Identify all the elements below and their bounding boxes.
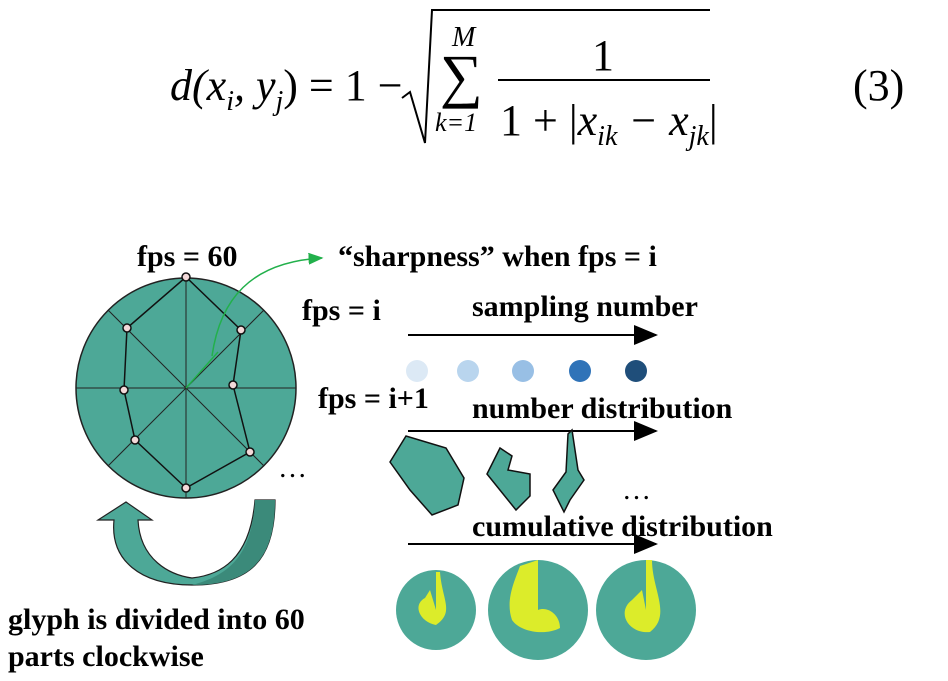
eq-sub-j: j: [275, 86, 284, 117]
sqrt-sign: [401, 9, 710, 144]
caption-line-1: glyph is divided into 60: [8, 603, 305, 636]
denom-prefix: 1 +: [500, 96, 569, 145]
cumulative-glyph: [596, 560, 696, 660]
label-ellipsis-glyph: …: [278, 452, 307, 484]
cumulative-glyph: [396, 570, 476, 650]
label-fps-i1: fps = i+1: [318, 382, 429, 415]
equation: d(xi, yj) = 1 −: [170, 60, 403, 117]
eq-sub-i: i: [226, 86, 234, 117]
label-ellipsis-distribution: …: [622, 474, 651, 506]
denom-minus: − x: [617, 96, 689, 145]
label-cumulative-distribution: cumulative distribution: [472, 510, 773, 543]
number-distribution-shapes: [389, 428, 585, 516]
eq-comma: , y: [233, 61, 276, 110]
distribution-shape: [486, 446, 531, 512]
equation-number: (3): [853, 61, 905, 110]
sum-upper: M: [452, 22, 476, 53]
denom-sub-jk: jk: [688, 121, 709, 152]
denom-x-ik: x: [577, 96, 598, 145]
sample-dot: [569, 360, 591, 382]
label-number-distribution: number distribution: [472, 392, 733, 425]
eq-lhs: d(x: [170, 61, 227, 110]
curved-arrow-icon: [95, 499, 276, 586]
caption-line-2: parts clockwise: [8, 640, 204, 673]
eq-close: ) = 1 −: [283, 61, 403, 110]
sample-dot: [512, 360, 534, 382]
sample-dot: [406, 360, 428, 382]
distribution-shape: [552, 428, 585, 514]
label-sharpness: “sharpness” when fps = i: [338, 240, 657, 273]
frac-denominator: 1 + |xik − xjk|: [500, 96, 718, 152]
sample-dot: [625, 360, 647, 382]
denom-sub-ik: ik: [597, 121, 618, 152]
cumulative-glyph: [488, 560, 588, 660]
sampling-dots: [406, 360, 647, 382]
label-sampling-number: sampling number: [472, 290, 698, 323]
frac-numerator: 1: [592, 31, 614, 80]
sample-dot: [457, 360, 479, 382]
glyph-circle: [75, 272, 297, 499]
sum-sigma: ∑: [440, 43, 483, 109]
green-curved-arrow: [211, 252, 324, 357]
sum-lower: k=1: [435, 108, 478, 137]
distribution-shape: [389, 435, 465, 516]
label-fps-60: fps = 60: [137, 240, 238, 273]
label-fps-i: fps = i: [302, 294, 381, 327]
cumulative-distribution: [396, 560, 696, 660]
